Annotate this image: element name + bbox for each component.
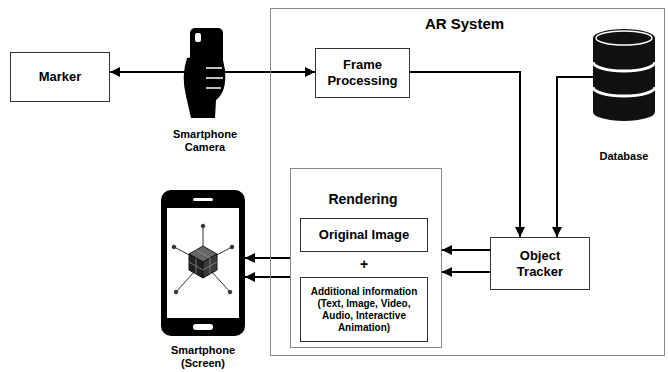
connector-arrow <box>557 77 593 237</box>
process-box: Marker <box>10 52 110 102</box>
device-node: Smartphone (Screen) <box>148 190 258 370</box>
process-box: Frame Processing <box>315 48 410 98</box>
phone-icon <box>161 190 245 336</box>
connector-arrow <box>442 271 490 273</box>
group-heading: Rendering <box>291 191 435 208</box>
node-label: Object Tracker <box>496 248 584 279</box>
system-group: Frame ProcessingDatabaseOriginal ImageAd… <box>270 8 665 356</box>
node-label: Smartphone Camera <box>161 128 249 154</box>
database-icon <box>593 29 655 121</box>
connector-arrow <box>245 257 290 259</box>
connector-arrow <box>110 71 187 73</box>
database-node: Database <box>585 25 663 163</box>
node-label: Smartphone (Screen) <box>159 344 247 370</box>
connector-arrow <box>442 249 490 251</box>
device-node: Smartphone Camera <box>160 25 250 154</box>
node-label: Marker <box>39 69 82 85</box>
process-box: Original Image <box>300 218 428 252</box>
plus-sign: + <box>354 256 374 272</box>
process-box: Object Tracker <box>490 237 590 290</box>
process-box: Additional information (Text, Image, Vid… <box>300 277 428 342</box>
camera-icon <box>184 28 226 118</box>
node-label: Original Image <box>319 227 409 243</box>
node-label: Frame Processing <box>321 57 404 88</box>
node-label: Database <box>600 150 649 163</box>
group-heading: AR System <box>271 15 658 33</box>
node-label: Additional information (Text, Image, Vid… <box>306 286 422 334</box>
connector-arrow <box>410 72 520 237</box>
connector-arrow <box>245 276 290 278</box>
